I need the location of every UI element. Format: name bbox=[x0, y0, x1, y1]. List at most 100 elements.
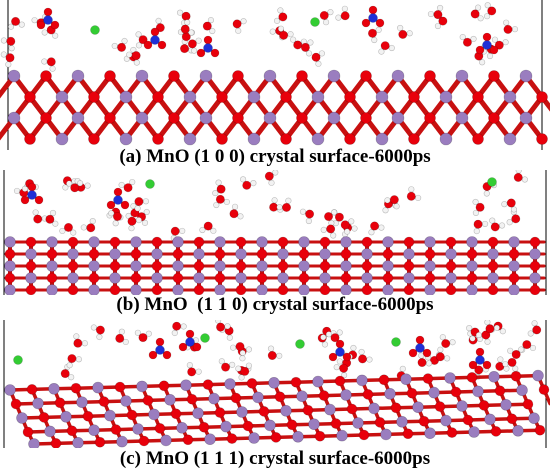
hydrogen-atom bbox=[145, 330, 152, 337]
oxygen-atom bbox=[340, 220, 350, 230]
hydrogen-atom bbox=[118, 181, 125, 189]
oxygen-atom bbox=[346, 403, 358, 415]
oxygen-atom bbox=[192, 342, 202, 352]
manganese-atom bbox=[361, 272, 373, 284]
hydrogen-atom bbox=[271, 197, 278, 204]
hydrogen-atom bbox=[491, 36, 499, 43]
oxygen-atom bbox=[127, 216, 137, 226]
oxygen-atom bbox=[6, 36, 16, 46]
nitrogen-atom bbox=[150, 35, 160, 45]
manganese-atom bbox=[224, 378, 236, 390]
manganese-atom bbox=[424, 284, 436, 295]
oxygen-atom bbox=[202, 21, 212, 31]
oxygen-atom bbox=[210, 48, 220, 58]
hydrogen-atom bbox=[89, 218, 96, 225]
oxygen-atom bbox=[54, 397, 66, 409]
oxygen-atom bbox=[488, 112, 500, 124]
oxygen-atom bbox=[168, 70, 180, 82]
oxygen-atom bbox=[216, 184, 226, 194]
oxygen-atom bbox=[67, 284, 79, 295]
oxygen-atom bbox=[378, 374, 390, 386]
oxygen-atom bbox=[45, 214, 55, 224]
oxygen-atom bbox=[358, 354, 368, 364]
oxygen-atom bbox=[433, 10, 443, 20]
oxygen-atom bbox=[267, 351, 277, 361]
oxygen-atom bbox=[462, 414, 474, 426]
hydrogen-atom bbox=[366, 356, 373, 363]
manganese-atom bbox=[444, 372, 456, 384]
hydrogen-atom bbox=[348, 218, 355, 225]
oxygen-atom bbox=[375, 18, 385, 28]
oxygen-atom bbox=[403, 260, 415, 272]
oxygen-atom bbox=[40, 112, 52, 124]
hydrogen-atom bbox=[351, 225, 358, 232]
hydrogen-atom bbox=[18, 21, 25, 28]
manganese-atom bbox=[55, 132, 69, 146]
oxygen-atom bbox=[155, 337, 165, 347]
manganese-atom bbox=[403, 272, 415, 284]
oxygen-atom bbox=[187, 367, 197, 377]
hydrogen-atom bbox=[477, 15, 484, 22]
hydrogen-atom bbox=[315, 60, 322, 67]
oxygen-atom bbox=[25, 284, 37, 295]
oxygen-atom bbox=[406, 387, 418, 399]
oxygen-atom bbox=[63, 222, 73, 232]
oxygen-atom bbox=[319, 284, 331, 295]
oxygen-atom bbox=[214, 407, 226, 418]
oxygen-atom bbox=[143, 40, 153, 50]
oxygen-atom bbox=[215, 194, 225, 204]
manganese-atom bbox=[214, 284, 226, 295]
hydrogen-atom bbox=[81, 340, 88, 347]
oxygen-atom bbox=[106, 200, 116, 210]
oxygen-atom bbox=[172, 272, 184, 284]
oxygen-atom bbox=[340, 248, 352, 260]
manganese-atom bbox=[180, 379, 192, 391]
hydrogen-atom bbox=[226, 334, 233, 341]
oxygen-atom bbox=[403, 284, 415, 295]
oxygen-atom bbox=[490, 426, 502, 437]
manganese-atom bbox=[340, 236, 352, 248]
hydrogen-atom bbox=[245, 346, 253, 353]
hydrogen-atom bbox=[108, 210, 115, 217]
oxygen-atom bbox=[370, 221, 380, 231]
oxygen-atom bbox=[150, 27, 160, 37]
oxygen-atom bbox=[494, 385, 506, 397]
hydrogen-atom bbox=[122, 338, 129, 346]
hydrogen-atom bbox=[90, 324, 97, 331]
oxygen-atom bbox=[361, 18, 371, 28]
manganese-atom bbox=[172, 260, 184, 272]
oxygen-atom bbox=[506, 198, 516, 208]
chlorine-atom bbox=[145, 179, 155, 189]
manganese-atom bbox=[327, 111, 341, 125]
hydrogen-atom bbox=[299, 208, 307, 215]
oxygen-atom bbox=[193, 260, 205, 272]
oxygen-atom bbox=[286, 419, 298, 431]
oxygen-atom bbox=[403, 236, 415, 248]
manganese-atom bbox=[247, 132, 261, 146]
manganese-atom bbox=[214, 236, 226, 248]
hydrogen-atom bbox=[502, 39, 509, 46]
hydrogen-atom bbox=[502, 360, 509, 368]
nitrogen-atom bbox=[155, 345, 165, 355]
manganese-atom bbox=[380, 428, 392, 441]
oxygen-atom bbox=[86, 223, 96, 233]
manganese-atom bbox=[176, 422, 188, 434]
hydrogen-atom bbox=[425, 360, 433, 367]
oxygen-atom bbox=[138, 435, 150, 447]
oxygen-atom bbox=[20, 195, 30, 205]
oxygen-atom bbox=[162, 350, 172, 360]
manganese-atom bbox=[508, 236, 520, 248]
oxygen-atom bbox=[360, 70, 372, 82]
oxygen-atom bbox=[487, 236, 499, 248]
oxygen-atom bbox=[33, 214, 43, 224]
oxygen-atom bbox=[88, 91, 100, 103]
hydrogen-atom bbox=[437, 346, 444, 353]
hydrogen-atom bbox=[469, 335, 476, 342]
oxygen-atom bbox=[334, 375, 346, 387]
oxygen-atom bbox=[302, 404, 314, 416]
oxygen-atom bbox=[450, 386, 462, 398]
hydrogen-atom bbox=[0, 37, 7, 44]
oxygen-atom bbox=[318, 390, 330, 401]
hydrogen-atom bbox=[305, 217, 312, 225]
chlorine-atom bbox=[90, 25, 100, 35]
